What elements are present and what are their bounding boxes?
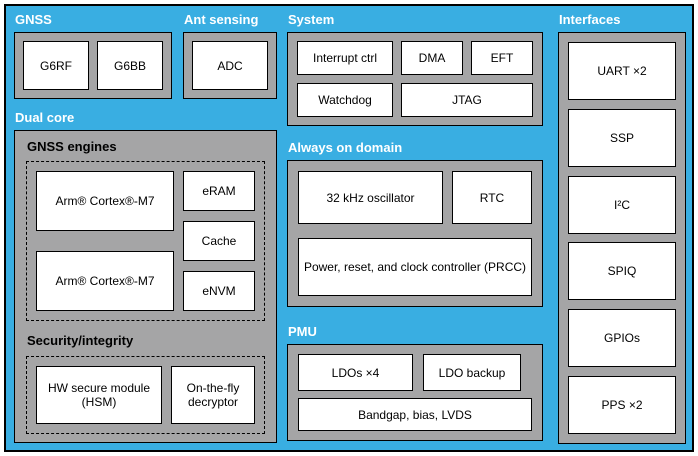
block-pps-x2: PPS ×2 — [568, 375, 676, 434]
cores-column: Arm® Cortex®-M7 Arm® Cortex®-M7 — [36, 171, 174, 311]
block-jtag: JTAG — [401, 83, 533, 117]
section-gnss: GNSS G6RF G6BB — [14, 12, 172, 99]
block-bandgap-bias-lvds: Bandgap, bias, LVDS — [298, 398, 532, 431]
block-rtc: RTC — [452, 171, 532, 224]
pmu-row-1: LDOs ×4 LDO backup — [298, 354, 532, 391]
dashed-group-security: HW secure module (HSM) On-the-fly decryp… — [26, 356, 265, 434]
block-gpios: GPIOs — [568, 309, 676, 368]
section-ant-sensing: Ant sensing ADC — [183, 12, 277, 99]
block-envm: eNVM — [183, 271, 255, 311]
block-spiq: SPIQ — [568, 242, 676, 301]
subsection-title-security-integrity: Security/integrity — [27, 333, 134, 348]
section-title-gnss: GNSS — [15, 12, 52, 27]
always-on-row-1: 32 kHz oscillator RTC — [298, 171, 532, 224]
block-adc: ADC — [192, 41, 268, 90]
block-eram: eRAM — [183, 171, 255, 211]
section-interfaces: Interfaces UART ×2 SSP I²C SPIQ GPIOs PP… — [558, 12, 686, 444]
block-on-the-fly-decryptor: On-the-fly decryptor — [171, 366, 255, 424]
panel-ant-sensing: ADC — [183, 32, 277, 99]
section-title-always-on-domain: Always on domain — [288, 140, 403, 155]
section-pmu: PMU LDOs ×4 LDO backup Bandgap, bias, LV… — [287, 324, 543, 441]
panel-dual-core: GNSS engines Arm® Cortex®-M7 Arm® Cortex… — [14, 130, 277, 443]
block-ldos-x4: LDOs ×4 — [298, 354, 413, 391]
block-g6bb: G6BB — [97, 41, 163, 90]
dashed-group-gnss-engines: Arm® Cortex®-M7 Arm® Cortex®-M7 eRAM Cac… — [26, 161, 265, 321]
section-dual-core: Dual core GNSS engines Arm® Cortex®-M7 A… — [14, 110, 277, 443]
block-32khz-oscillator: 32 kHz oscillator — [298, 171, 443, 224]
block-prcc: Power, reset, and clock controller (PRCC… — [298, 238, 532, 296]
block-g6rf: G6RF — [23, 41, 89, 90]
panel-gnss: G6RF G6BB — [14, 32, 172, 99]
block-interrupt-ctrl: Interrupt ctrl — [297, 41, 393, 75]
panel-always-on-domain: 32 kHz oscillator RTC Power, reset, and … — [287, 160, 543, 307]
panel-interfaces: UART ×2 SSP I²C SPIQ GPIOs PPS ×2 — [558, 32, 686, 444]
memories-column: eRAM Cache eNVM — [183, 171, 255, 311]
system-row-1: Interrupt ctrl DMA EFT — [297, 41, 533, 75]
system-row-2: Watchdog JTAG — [297, 83, 533, 117]
block-uart-x2: UART ×2 — [568, 42, 676, 100]
diagram-frame: GNSS G6RF G6BB Ant sensing ADC System In… — [4, 4, 694, 452]
section-title-ant-sensing: Ant sensing — [184, 12, 259, 27]
block-ldo-backup: LDO backup — [423, 354, 521, 391]
section-title-interfaces: Interfaces — [559, 12, 621, 27]
block-cache: Cache — [183, 221, 255, 261]
block-i2c: I²C — [568, 175, 676, 234]
block-cortex-m7-1: Arm® Cortex®-M7 — [36, 171, 174, 231]
block-ssp: SSP — [568, 108, 676, 167]
section-title-system: System — [288, 12, 335, 27]
panel-pmu: LDOs ×4 LDO backup Bandgap, bias, LVDS — [287, 344, 543, 441]
subsection-title-gnss-engines: GNSS engines — [27, 139, 117, 154]
section-title-pmu: PMU — [288, 324, 317, 339]
block-watchdog: Watchdog — [297, 83, 393, 117]
block-cortex-m7-2: Arm® Cortex®-M7 — [36, 251, 174, 311]
panel-system: Interrupt ctrl DMA EFT Watchdog JTAG — [287, 32, 543, 126]
block-eft: EFT — [471, 41, 533, 75]
section-title-dual-core: Dual core — [15, 110, 75, 125]
section-system: System Interrupt ctrl DMA EFT Watchdog J… — [287, 12, 543, 126]
block-dma: DMA — [401, 41, 463, 75]
section-always-on-domain: Always on domain 32 kHz oscillator RTC P… — [287, 140, 543, 307]
block-hw-secure-module: HW secure module (HSM) — [36, 366, 162, 424]
